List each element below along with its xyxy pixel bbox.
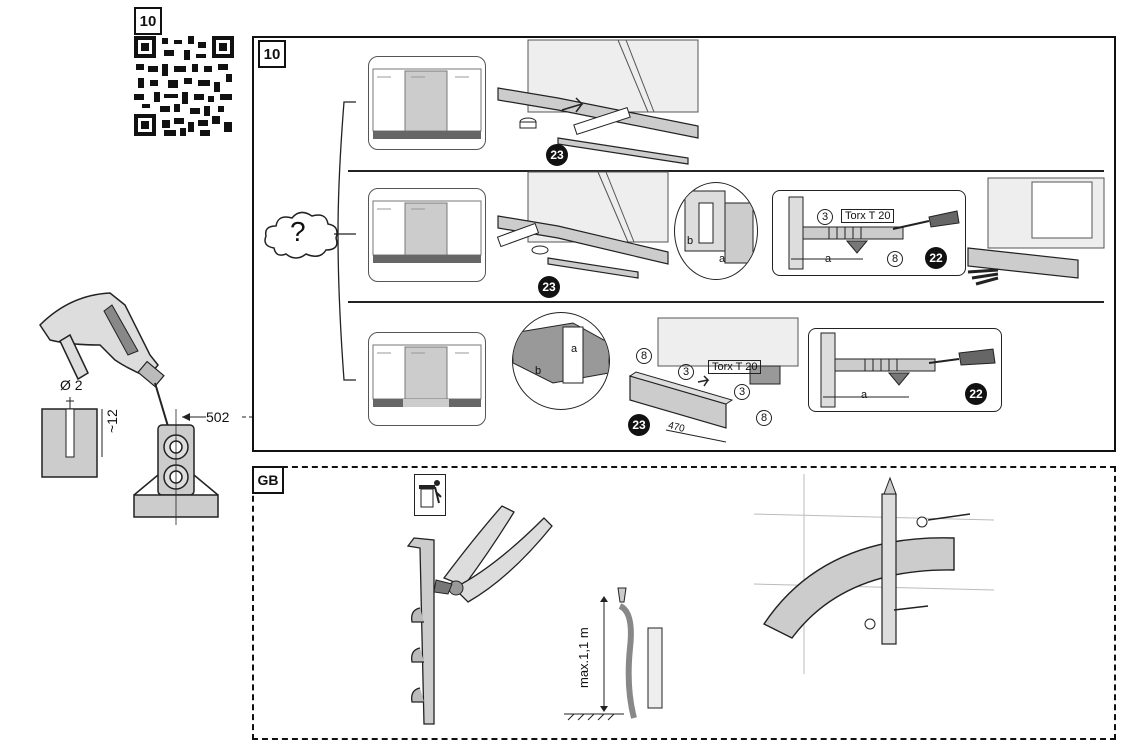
screw-3-tag: 3 — [817, 209, 834, 225]
screw-detail-option-3: a 22 — [808, 328, 1002, 412]
dim-b-label: b — [687, 235, 694, 247]
part-22-badge: 22 — [925, 247, 947, 269]
cabinet-thumbnail-option-1 — [368, 56, 486, 150]
part-23-badge: 23 — [628, 414, 650, 436]
dim-a-label: a — [825, 253, 832, 265]
screwdriver-icon — [820, 332, 996, 408]
installed-plinth-option-2 — [967, 177, 1105, 296]
height-limit-label: max.1,1 m — [576, 627, 591, 688]
screw-8-tag: 8 — [887, 251, 904, 267]
screw-3-tag: 3 — [678, 364, 695, 380]
dim-b-label: b — [535, 365, 542, 377]
cabinet-thumbnail-option-2 — [368, 188, 486, 282]
torx-label: Torx T 20 — [841, 209, 895, 223]
detail-circle-option-3: b a — [512, 312, 610, 410]
drill-depth-label: ~12 — [104, 409, 120, 433]
plinth-option-2-drawing: 23 — [496, 171, 669, 298]
cable-height-illustration: max.1,1 m — [564, 568, 684, 728]
wall-pipe-illustration — [744, 474, 995, 674]
part-22-badge: 22 — [965, 383, 987, 405]
step-number-badge: 10 — [134, 7, 162, 35]
screw-detail-option-2: 3 Torx T 20 a 8 22 — [772, 190, 966, 276]
row-divider-2 — [348, 301, 1104, 303]
panel-step-number: 10 — [258, 40, 286, 68]
dim-a-label: a — [861, 389, 868, 401]
part-23-badge: 23 — [538, 276, 560, 298]
plinth-option-3-drawing: 8 3 Torx T 20 3 8 23 470 — [610, 317, 799, 444]
part-23-badge: 23 — [546, 144, 568, 166]
gb-section: GB max.1,1 m — [252, 466, 1116, 740]
pliers-icon — [406, 505, 553, 725]
dim-a-label: a — [571, 343, 578, 355]
screw-8-tag: 8 — [636, 348, 653, 364]
torx-label: Torx T 20 — [708, 360, 762, 374]
step-10-panel: 10 ? 23 — [252, 36, 1116, 452]
plinth-option-1-drawing: 23 — [497, 39, 699, 168]
drill-offset-label: 502 — [206, 409, 230, 425]
qr-code-icon — [134, 36, 234, 136]
drill-diameter-label: Ø 2 — [60, 377, 83, 393]
question-cloud-icon: ? — [260, 208, 340, 260]
question-mark: ? — [290, 216, 306, 247]
waste-bin-icon — [414, 474, 446, 516]
screw-8-tag: 8 — [756, 410, 773, 426]
screw-3-tag: 3 — [734, 384, 751, 400]
option-bracket — [334, 101, 356, 381]
drill-icon — [39, 292, 252, 525]
detail-circle-option-2: b a — [674, 182, 758, 280]
row-divider-1 — [348, 170, 1104, 172]
dim-a-label: a — [719, 253, 726, 265]
cabinet-thumbnail-option-3 — [368, 332, 486, 426]
drill-illustration: Ø 2 ~12 502 — [30, 285, 260, 525]
gb-label: GB — [252, 466, 284, 494]
